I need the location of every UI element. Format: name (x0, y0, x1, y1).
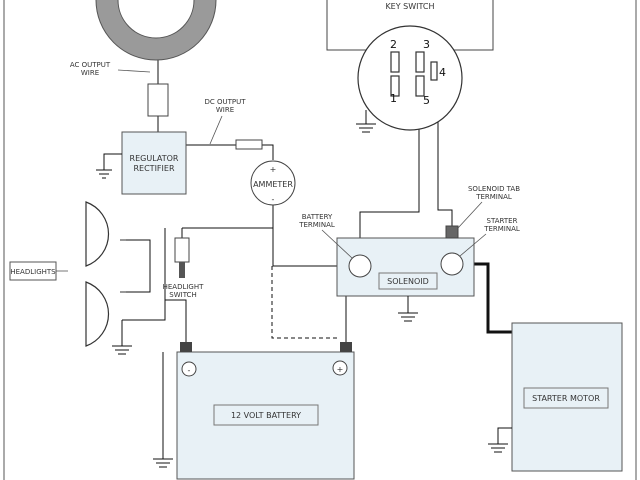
solenoid-label-box (378, 272, 438, 290)
battery-negative-symbol (181, 361, 197, 377)
starter-ground (488, 427, 512, 453)
regulator-label: REGULATOR (130, 154, 179, 163)
dashed-wire (271, 266, 340, 339)
headlight-lower (85, 281, 110, 347)
pin-1: 1 (390, 92, 397, 105)
wire-connector (147, 83, 169, 117)
headlights-label: HEADLIGHTS (10, 268, 56, 276)
inline-fuse (235, 139, 263, 150)
battery-ground (153, 352, 173, 468)
key-to-tab-terminal-wire (437, 95, 453, 226)
dc-output-wire (186, 144, 274, 160)
headlight-switch-wire (122, 228, 183, 321)
ammeter-label: AMMETER (253, 180, 293, 189)
ammeter (250, 160, 296, 206)
starter-terminal-label-2: TERMINAL (483, 225, 520, 233)
ammeter-to-switch-wire (182, 205, 274, 229)
starter-terminal-label: STARTER (487, 217, 518, 225)
headlight-switch-label-2: SWITCH (169, 291, 196, 299)
pin-3: 3 (423, 38, 430, 51)
dc-output-label: DC OUTPUT (204, 98, 246, 106)
battery-positive-post (340, 342, 352, 352)
headlight-upper (85, 201, 110, 267)
key-switch-label: KEY SWITCH (385, 2, 434, 11)
key-switch (357, 25, 463, 131)
headlight-ground (112, 320, 132, 355)
regulator-rectifier (121, 131, 187, 195)
key-switch-ground (356, 110, 376, 133)
ac-output-label: AC OUTPUT (70, 61, 111, 69)
ammeter-plus: + (270, 165, 277, 174)
battery-terminal (348, 254, 372, 278)
pin-5: 5 (423, 94, 430, 107)
solenoid-tab-label: SOLENOID TAB (468, 185, 520, 193)
key-to-battery-terminal-wire (359, 95, 420, 254)
starter-motor-label: STARTER MOTOR (532, 394, 600, 403)
battery-terminal-label: BATTERY (302, 213, 333, 221)
starter-cable (465, 262, 512, 334)
battery-positive-symbol (332, 360, 348, 376)
solenoid-ground (398, 296, 418, 322)
ammeter-minus: - (272, 195, 275, 204)
regulator-ground (96, 153, 122, 179)
headlight-switch-label: HEADLIGHT (163, 283, 205, 291)
headlight-switch-toggle (179, 262, 185, 278)
battery-label: 12 VOLT BATTERY (231, 411, 301, 420)
key-switch-terminals (390, 51, 438, 97)
headlight-switch (174, 237, 190, 263)
solenoid-tab-label-2: TERMINAL (475, 193, 512, 201)
pin-2: 2 (390, 38, 397, 51)
ammeter-to-solenoid-wire (272, 228, 348, 267)
solenoid-tab (445, 225, 459, 239)
battery-plus-label: + (337, 365, 344, 374)
solenoid-label: SOLENOID (387, 277, 429, 286)
headlight-wire-upper (122, 239, 151, 293)
starter-motor-label-box (523, 387, 609, 409)
battery-label-box (213, 404, 319, 426)
dc-output-label-2: WIRE (216, 106, 234, 114)
starter-terminal (440, 252, 464, 276)
rectifier-label: RECTIFIER (133, 164, 174, 173)
battery-minus-label: - (188, 366, 191, 375)
wires (122, 55, 453, 342)
pin-4: 4 (439, 66, 446, 79)
stator-ring (95, 0, 217, 61)
battery-negative-post (180, 342, 192, 352)
battery-negative-wire (164, 299, 187, 342)
ac-output-label-2: WIRE (81, 69, 99, 77)
battery-terminal-label-2: TERMINAL (298, 221, 335, 229)
